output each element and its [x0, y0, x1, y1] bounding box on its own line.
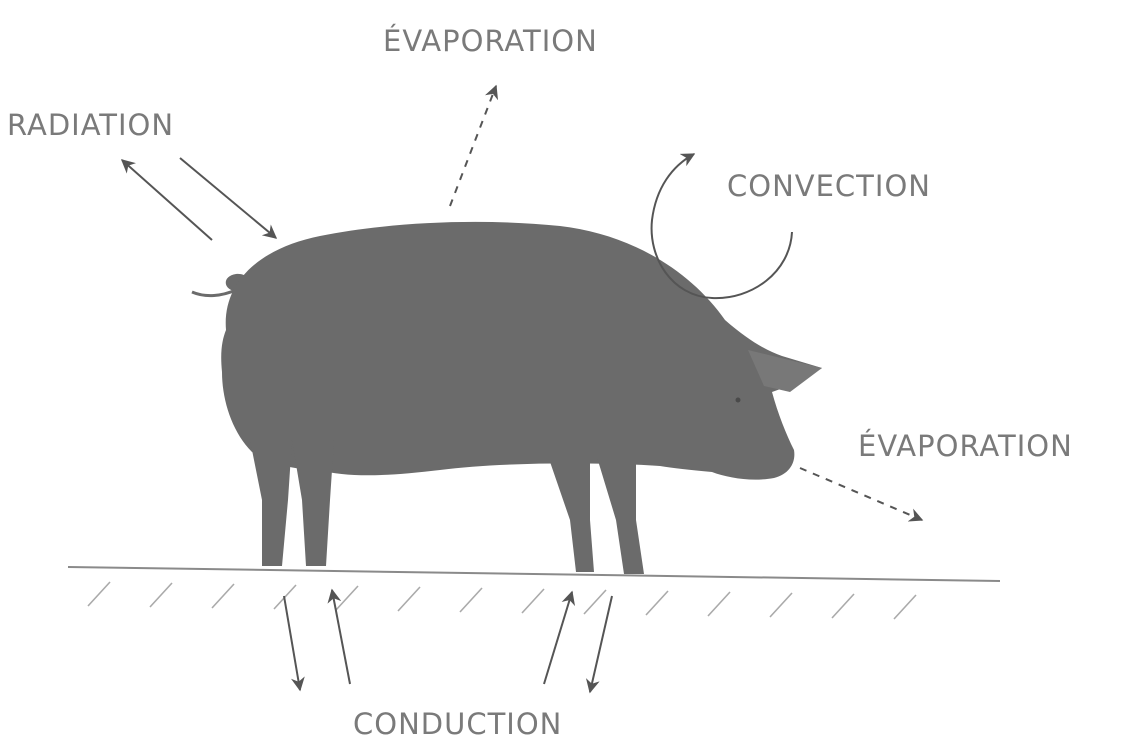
evaporation-top-label: ÉVAPORATION — [383, 27, 598, 56]
pig-silhouette — [192, 222, 822, 574]
conduction-right-down-arrow — [590, 596, 612, 692]
conduction-right-up-arrow — [544, 592, 572, 684]
ground-hatching — [88, 582, 916, 619]
convection-label: CONVECTION — [727, 172, 931, 201]
conduction-label: CONDUCTION — [353, 710, 562, 739]
conduction-arrows — [284, 590, 612, 692]
evaporation-top-arrow — [450, 86, 496, 206]
evaporation-right-label: ÉVAPORATION — [858, 432, 1073, 461]
radiation-arrows — [122, 158, 276, 240]
radiation-label: RADIATION — [7, 111, 174, 140]
evaporation-right-arrow — [800, 468, 922, 520]
conduction-left-down-arrow — [284, 596, 300, 690]
ground — [68, 567, 1000, 619]
radiation-incoming-arrow — [180, 158, 276, 238]
radiation-outgoing-arrow — [122, 160, 212, 240]
